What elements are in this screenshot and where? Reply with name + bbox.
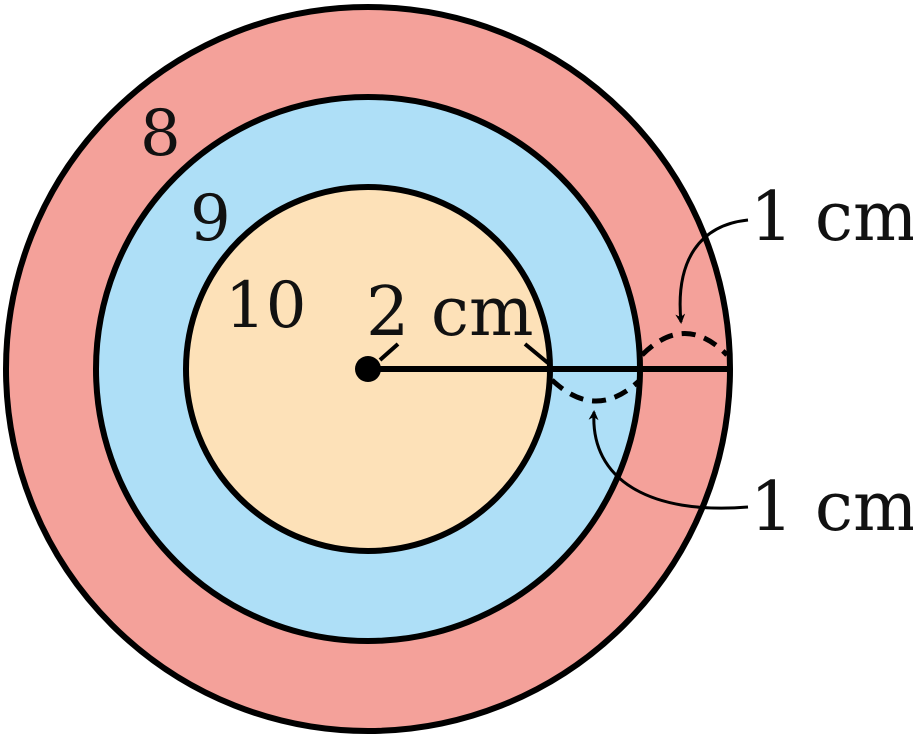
center-point [355, 356, 381, 382]
ring-score-9: 9 [190, 182, 231, 256]
upper-width-arrow [675, 218, 749, 324]
ring-score-10: 10 [225, 269, 306, 343]
lower-width-arrow [588, 410, 749, 510]
lower-ring-width-label: 1 cm [750, 468, 913, 547]
ring-score-8: 8 [140, 97, 181, 171]
inner-radius-label: 2 cm [366, 273, 533, 352]
upper-ring-width-arc [640, 331, 729, 357]
inner-radius-leader-right [523, 342, 550, 365]
inner-radius-leader [378, 342, 400, 362]
lower-ring-width-arc [550, 378, 642, 404]
upper-ring-width-label: 1 cm [750, 178, 913, 257]
